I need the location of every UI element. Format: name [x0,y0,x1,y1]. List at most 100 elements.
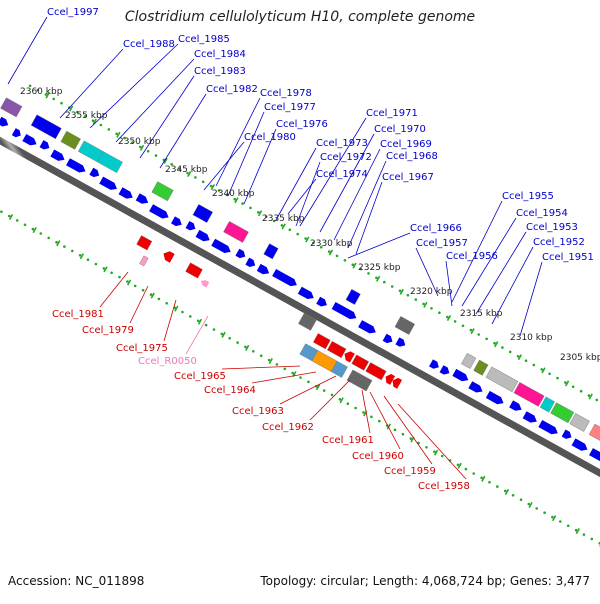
cog-block-lower [347,370,372,391]
cog-block [589,424,600,444]
forward-gene [562,430,574,441]
gene-label-lower: Ccel_1964 [204,385,256,396]
forward-gene [40,140,52,151]
leader-line-lower [222,366,300,369]
forward-gene [99,177,119,193]
forward-gene [66,158,87,175]
gene-label-lower: Ccel_1963 [232,406,284,417]
outer-tick-ring-dot [289,229,292,232]
inner-tick-ring-dot [95,263,98,266]
kbp-marker-label: 2360 kbp [20,87,63,97]
leader-line-lower [370,392,400,449]
leader-line-upper [520,262,542,336]
accession-text: Accession: NC_011898 [8,574,144,588]
gene-label-upper: Ccel_1951 [542,252,594,263]
reverse-gene [352,355,369,371]
forward-gene [440,365,452,376]
inner-tick-ring-dot [323,389,326,392]
forward-gene-shape [358,320,378,336]
kbp-marker-label: 2305 kbp [560,353,600,363]
inner-tick-ring-dot [394,429,397,432]
cog-block-shape [589,424,600,444]
forward-gene [589,448,600,464]
inner-tick-ring-dot [244,346,247,349]
cog-block-shape [486,367,518,392]
reverse-gene-shape [161,249,175,263]
outer-tick-ring-dot [241,202,244,205]
forward-gene [50,150,66,164]
cog-block-shape [223,221,248,242]
outer-tick-ring-dot [556,377,559,380]
leader-line-lower [100,272,128,307]
inner-tick-ring-dot [110,272,113,275]
cog-block [570,413,590,431]
cog-block [346,289,361,304]
gene-label-lower: Ccel_1962 [262,422,314,433]
inner-tick-ring-dot [535,507,538,510]
forward-gene [523,411,539,425]
gene-label-upper: Ccel_1971 [366,108,418,119]
inner-tick-ring-dot [425,446,428,449]
reverse-gene-shape [352,355,369,371]
kbp-marker-label: 2345 kbp [165,165,208,175]
forward-gene [257,264,271,277]
forward-gene-shape [383,334,395,345]
forward-gene-shape [257,264,271,277]
outer-tick-ring-dot [147,150,150,153]
reverse-gene [313,333,330,349]
inner-tick-ring-dot [496,485,499,488]
kbp-marker-label: 2330 kbp [310,239,353,249]
reverse-gene-shape [366,363,387,380]
outer-tick-ring-dot [454,320,457,323]
inner-tick-ring-dot [559,520,562,523]
outer-tick-ring-dot [194,176,197,179]
outer-tick-ring-dot [415,298,418,301]
cog-block-shape [61,131,81,149]
inner-tick-ring-dot [347,402,350,405]
cog-block-shape [570,413,590,431]
reverse-gene [327,341,346,358]
forward-gene [429,359,441,370]
forward-gene-shape [196,230,212,244]
forward-gene [298,287,316,302]
inner-tick-ring-dot [378,420,381,423]
inner-tick-ring-dot [252,350,255,353]
outer-tick-ring-dot [525,359,528,362]
cog-block-lower-shape [347,370,372,391]
gene-label-lower: Ccel_R0050 [138,356,197,367]
cog-block [486,367,518,392]
kbp-marker-label: 2315 kbp [460,309,503,319]
forward-gene-shape [211,239,232,256]
inner-tick-ring-dot [472,472,475,475]
inner-tick-ring-dot [520,498,523,501]
inner-tick-ring-dot [0,210,3,213]
gene-label-upper: Ccel_1955 [502,191,554,202]
forward-gene-shape [429,359,441,370]
inner-tick-ring-dot [402,433,405,436]
outer-tick-ring-dot [296,233,299,236]
forward-gene-shape [99,177,119,193]
forward-gene [572,438,590,453]
forward-gene [149,204,170,221]
inner-tick-ring-dot [165,302,168,305]
cog-block-shape [264,244,279,259]
gene-label-upper: Ccel_1953 [526,222,578,233]
leader-line-lower [252,372,316,383]
outer-tick-ring-dot [336,255,339,258]
forward-gene [211,239,232,256]
forward-gene-shape [452,369,470,384]
forward-gene [538,420,559,437]
forward-gene [0,117,10,129]
gene-label-upper: Ccel_1967 [382,172,434,183]
genome-summary-text: Topology: circular; Length: 4,068,724 bp… [260,574,590,588]
forward-gene [196,230,212,244]
outer-tick-ring-dot [391,285,394,288]
reverse-gene-shape [137,236,152,251]
gene-label-upper: Ccel_1985 [178,34,230,45]
forward-gene-shape [486,391,506,407]
forward-gene-shape [298,287,316,302]
inner-tick-ring-dot [24,224,27,227]
forward-gene-shape [572,438,590,453]
inner-tick-ring-dot [370,416,373,419]
